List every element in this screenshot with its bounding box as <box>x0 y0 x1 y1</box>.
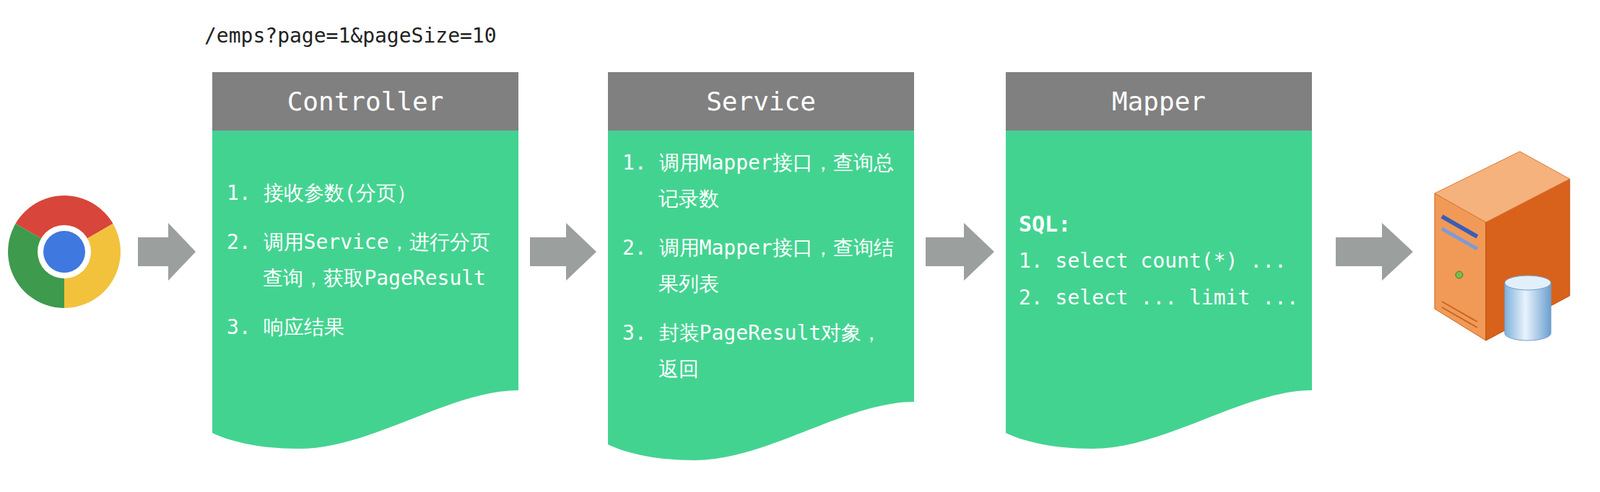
list-item: 3. 响应结果 <box>226 309 507 346</box>
server-vent <box>1441 307 1478 328</box>
card-header-shape <box>212 72 519 131</box>
database-body <box>1504 283 1551 341</box>
card-body-shape <box>212 130 519 450</box>
card-body: 1. 接收参数(分页） 2. 调用Service，进行分页 查询，获取PageRe… <box>212 130 519 391</box>
url-label: /emps?page=1&pageSize=10 <box>204 23 497 48</box>
card-body-shape <box>1005 130 1312 450</box>
server-top <box>1434 151 1570 223</box>
flow-arrow <box>1335 223 1413 281</box>
card-title: Mapper <box>1005 72 1312 131</box>
card-title: Controller <box>212 72 519 131</box>
layer-card: Controller 1. 接收参数(分页） 2. 调用Service，进行分页 查… <box>212 72 519 451</box>
sql-heading: SQL: <box>1018 205 1307 243</box>
database-icon <box>1504 275 1551 341</box>
list-item: 3. 封装PageResult对象， 返回 <box>622 315 903 388</box>
card-header-shape <box>607 72 915 131</box>
card-list: SQL:1. select count(*) ...2. select ... … <box>1018 205 1307 317</box>
card-shape <box>607 72 915 463</box>
card-list: 1. 接收参数(分页） 2. 调用Service，进行分页 查询，获取PageRe… <box>226 175 507 346</box>
layer-card: MapperSQL:1. select count(*) ...2. selec… <box>1005 72 1312 451</box>
flow-arrow <box>137 223 196 281</box>
card-body: SQL:1. select count(*) ...2. select ... … <box>1005 130 1312 391</box>
card-body: 1. 调用Mapper接口，查询总 记录数 2. 调用Mapper接口，查询结 果… <box>607 130 915 403</box>
layer-card: Service 1. 调用Mapper接口，查询总 记录数 2. 调用Mapper接… <box>607 72 915 463</box>
list-item: 2. select ... limit ... <box>1018 279 1307 317</box>
server-icon <box>1434 151 1570 341</box>
card-body-shape <box>607 130 915 461</box>
server-slot <box>1441 228 1478 250</box>
list-item: 1. 接收参数(分页） <box>226 175 507 212</box>
flow-arrow <box>925 223 995 281</box>
list-item: 1. 调用Mapper接口，查询总 记录数 <box>622 145 903 218</box>
browser-icon <box>7 195 121 309</box>
flow-arrow <box>529 223 597 281</box>
card-shape <box>212 72 519 451</box>
list-item: 2. 调用Service，进行分页 查询，获取PageResult <box>226 224 507 297</box>
card-list: 1. 调用Mapper接口，查询总 记录数 2. 调用Mapper接口，查询结 果… <box>622 145 903 388</box>
card-header-shape <box>1005 72 1312 131</box>
server-led <box>1455 271 1463 279</box>
database-top <box>1504 275 1551 291</box>
list-item: 1. select count(*) ... <box>1018 242 1307 280</box>
browser-icon-center <box>43 231 86 273</box>
browser-icon-ring <box>37 225 91 279</box>
list-item: 2. 调用Mapper接口，查询结 果列表 <box>622 230 903 303</box>
server-vent <box>1441 301 1478 323</box>
card-title: Service <box>607 72 915 131</box>
